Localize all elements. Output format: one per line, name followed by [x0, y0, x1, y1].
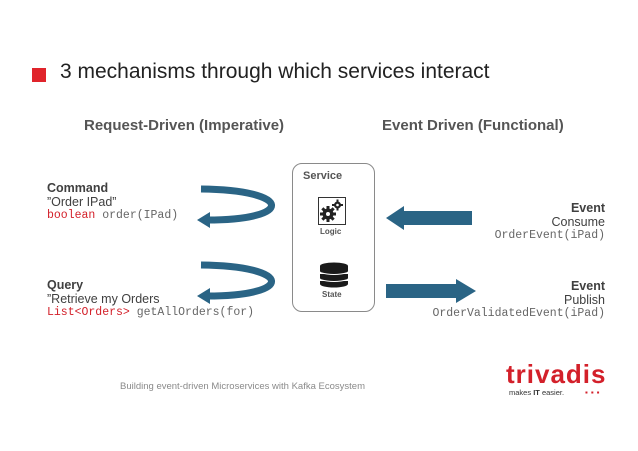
tagline-prefix: makes: [509, 388, 534, 397]
query-code-type: List<Orders>: [47, 306, 130, 319]
footer-text: Building event-driven Microservices with…: [120, 381, 365, 392]
event-publish-code: OrderValidatedEvent(iPad): [432, 307, 605, 320]
logic-label: Logic: [320, 227, 342, 236]
event-consume-code: OrderEvent(iPad): [494, 229, 605, 242]
command-code: boolean order(IPad): [47, 209, 178, 222]
query-curved-arrow-icon: [197, 261, 275, 304]
tagline-suffix: easier.: [539, 388, 565, 397]
consume-arrow-left-icon: [386, 206, 472, 230]
brand-dots: ▪▪▪: [585, 388, 603, 397]
command-code-type: boolean: [47, 209, 96, 222]
event-consume-title: Event: [570, 201, 605, 215]
command-code-call: order(IPad): [95, 209, 179, 222]
brand-tagline: makes IT easier.: [509, 388, 564, 397]
command-description: ”Order IPad”: [47, 195, 117, 209]
tagline-strong: IT: [533, 388, 540, 397]
event-publish-action: Publish: [564, 293, 605, 307]
event-publish-block: Event Publish OrderValidatedEvent(iPad): [432, 279, 605, 320]
publish-arrow-right-icon: [386, 279, 476, 303]
query-code: List<Orders> getAllOrders(for): [47, 306, 254, 319]
request-driven-heading: Request-Driven (Imperative): [84, 117, 285, 134]
event-consume-block: Event Consume OrderEvent(iPad): [495, 201, 605, 242]
query-title: Query: [47, 278, 84, 292]
query-block: Query ”Retrieve my Orders List<Orders> g…: [47, 278, 254, 319]
query-code-call: getAllOrders(for): [129, 306, 255, 319]
state-label: State: [322, 290, 342, 299]
event-consume-action: Consume: [551, 215, 606, 229]
event-driven-heading: Event Driven (Functional): [382, 117, 564, 134]
trivadis-logo: trivadis: [506, 359, 607, 389]
slide-title: 3 mechanisms through which services inte…: [60, 60, 490, 83]
command-block: Command ”Order IPad” boolean order(IPad): [47, 181, 178, 222]
gears-icon: [318, 197, 346, 225]
query-description: ”Retrieve my Orders: [47, 292, 160, 306]
command-title: Command: [47, 181, 109, 195]
event-publish-title: Event: [570, 279, 605, 293]
command-curved-arrow-icon: [197, 185, 275, 228]
service-title: Service: [303, 170, 343, 182]
database-icon: [319, 262, 349, 288]
title-bullet: [32, 68, 46, 82]
